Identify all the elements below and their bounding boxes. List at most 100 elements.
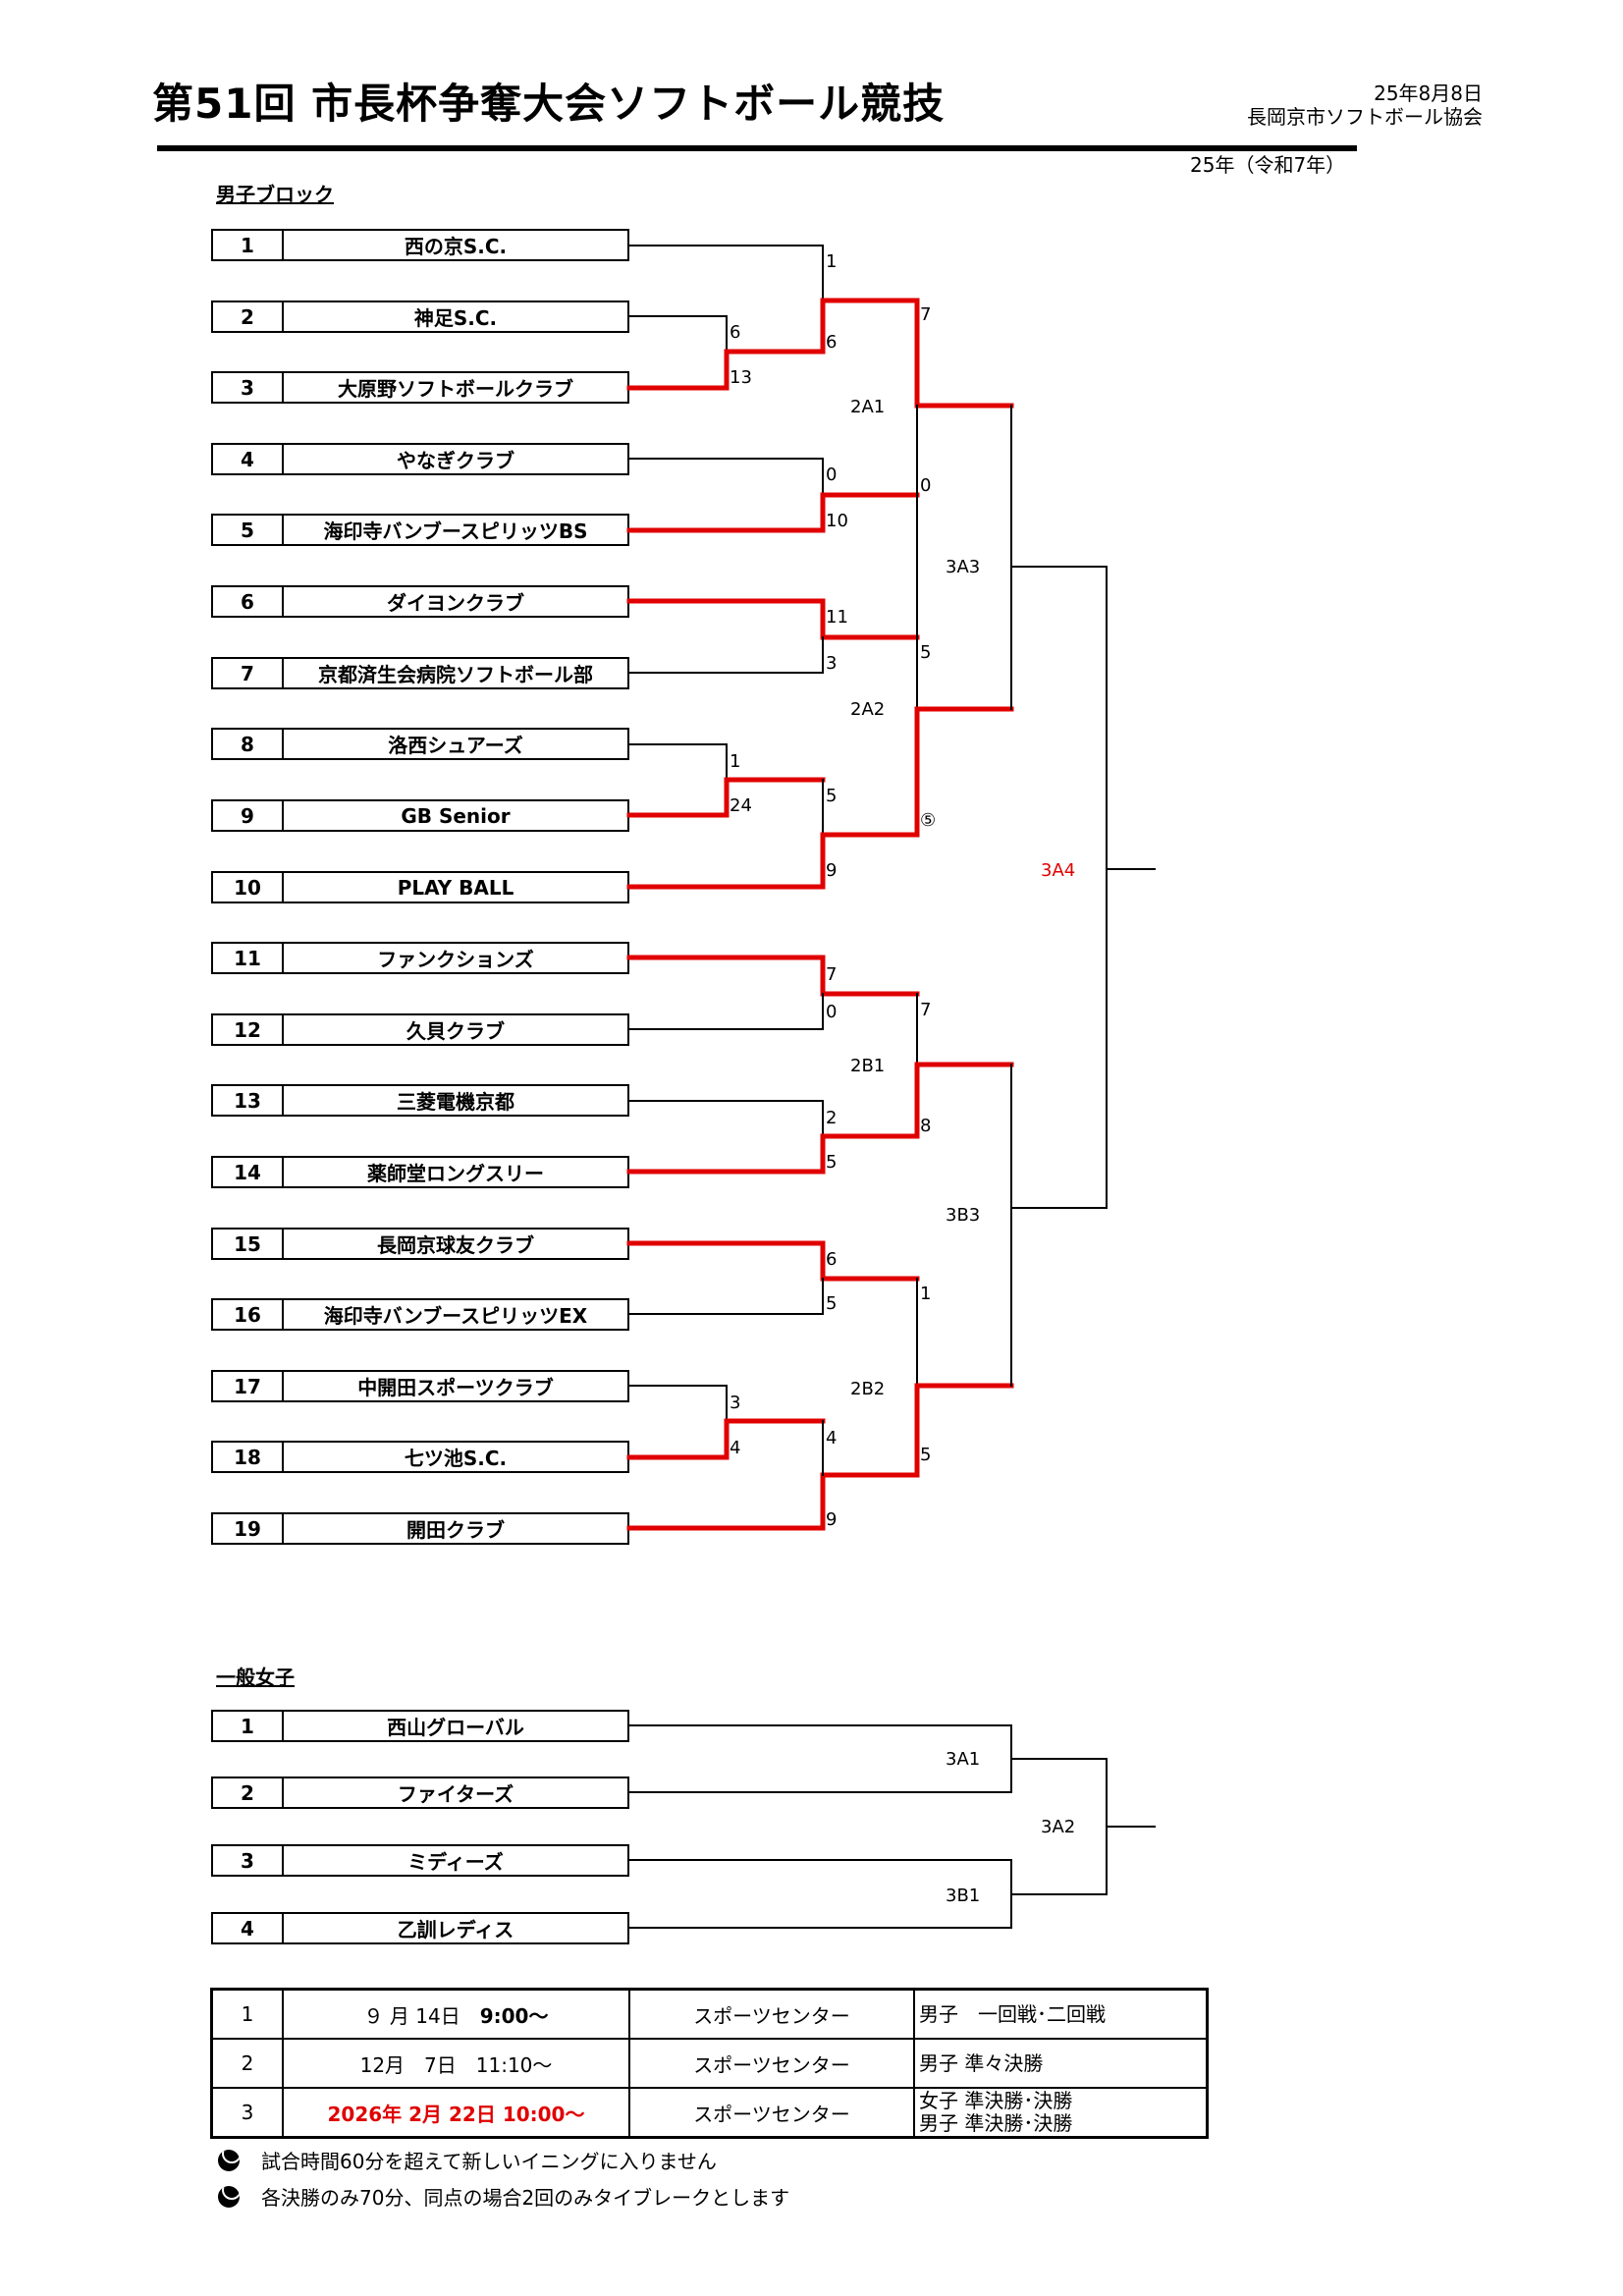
score-label: 7 xyxy=(920,304,931,325)
note-text: 試合時間60分を超えて新しいイニングに入りません xyxy=(261,2150,717,2173)
bracket-line-winner xyxy=(914,1383,1014,1478)
note-item: 試合時間60分を超えて新しいイニングに入りません xyxy=(218,2146,717,2174)
score-label: 10 xyxy=(826,511,848,531)
score-label: 9 xyxy=(826,860,837,881)
score-label: 24 xyxy=(730,795,752,816)
schedule-note: 男子 準々決勝 xyxy=(913,2038,1209,2089)
women-block-title: 一般女子 xyxy=(216,1666,295,1689)
men-team-row: 9 GB Senior xyxy=(211,799,629,832)
score-label: 5 xyxy=(920,642,931,663)
score-label: 1 xyxy=(730,751,740,772)
schedule-venue: スポーツセンター xyxy=(628,2087,915,2139)
score-label: 6 xyxy=(730,322,740,343)
bracket-line xyxy=(628,1385,728,1422)
schedule-row: 3 2026年 2月 22日 10:00～ スポーツセンター 女子 準決勝･決勝… xyxy=(210,2087,1209,2139)
score-label: 9 xyxy=(826,1509,837,1530)
team-number: 4 xyxy=(213,1914,284,1942)
bracket-line-winner xyxy=(626,492,920,533)
team-number: 6 xyxy=(213,587,284,616)
bracket-line-winner xyxy=(626,598,920,640)
team-name: 海印寺バンブースピリッツBS xyxy=(323,519,588,543)
team-number: 5 xyxy=(213,516,284,544)
bracket-line-winner xyxy=(626,777,826,818)
team-name: 海印寺バンブースピリッツEX xyxy=(323,1304,588,1328)
schedule-date: 2026年 2月 22日 10:00～ xyxy=(282,2087,630,2139)
score-label: 1 xyxy=(826,251,837,272)
schedule-date: 12月 7日 11:10～ xyxy=(282,2038,630,2089)
team-number: 2 xyxy=(213,302,284,331)
team-number: 2 xyxy=(213,1778,284,1807)
match-label: 3A1 xyxy=(946,1749,980,1770)
team-number: 8 xyxy=(213,730,284,758)
team-number: 1 xyxy=(213,1712,284,1740)
header-rule xyxy=(157,145,1357,151)
match-label: 2A2 xyxy=(850,699,885,720)
schedule-row: 1 ９ 月 14日 9:00～ スポーツセンター 男子 一回戦･二回戦 xyxy=(210,1988,1209,2040)
team-name: 大原野ソフトボールクラブ xyxy=(338,377,573,401)
team-number: 10 xyxy=(213,873,284,902)
bracket-line xyxy=(628,1100,824,1137)
schedule-no: 1 xyxy=(210,1988,284,2040)
men-team-row: 2 神足S.C. xyxy=(211,301,629,333)
team-name: GB Senior xyxy=(401,803,511,828)
bracket-line-winner xyxy=(626,955,920,997)
final-label: 3A4 xyxy=(1041,860,1075,881)
note-item: 各決勝のみ70分、同点の場合2回のみタイブレークとします xyxy=(218,2182,789,2211)
team-number: 16 xyxy=(213,1300,284,1329)
page-title: 第51回 市長杯争奪大会ソフトボール競技 xyxy=(152,80,946,128)
score-label: 0 xyxy=(826,465,837,485)
score-label: 5 xyxy=(826,786,837,806)
schedule-venue: スポーツセンター xyxy=(628,1988,915,2040)
score-label: 7 xyxy=(920,1000,931,1020)
men-team-row: 16 海印寺バンブースピリッツEX xyxy=(211,1298,629,1331)
team-name: ファンクションズ xyxy=(377,948,534,971)
bracket-line xyxy=(628,1278,824,1315)
team-number: 17 xyxy=(213,1372,284,1400)
score-label: 2 xyxy=(826,1108,837,1128)
match-label: 3A2 xyxy=(1041,1817,1075,1837)
score-label: 3 xyxy=(826,653,837,674)
score-label: 7 xyxy=(826,964,837,985)
team-name: 西山グローバル xyxy=(387,1716,524,1739)
bracket-line-winner xyxy=(626,832,920,890)
note-text: 各決勝のみ70分、同点の場合2回のみタイブレークとします xyxy=(261,2186,790,2210)
team-name: 中開田スポーツクラブ xyxy=(357,1376,554,1399)
team-number: 7 xyxy=(213,659,284,687)
team-name: ダイヨンクラブ xyxy=(387,591,524,615)
score-label: 0 xyxy=(826,1002,837,1022)
bracket-line xyxy=(628,743,728,781)
bracket-line-winner xyxy=(626,1240,920,1282)
softball-icon xyxy=(218,2149,240,2171)
schedule-date: ９ 月 14日 9:00～ xyxy=(282,1988,630,2040)
team-name: 西の京S.C. xyxy=(404,235,508,258)
score-label: 4 xyxy=(826,1428,837,1449)
score-label: 6 xyxy=(826,1249,837,1270)
men-team-row: 17 中開田スポーツクラブ xyxy=(211,1370,629,1402)
bracket-line-winner xyxy=(914,1062,1014,1139)
team-name: 七ツ池S.C. xyxy=(404,1447,508,1470)
team-name: 長岡京球友クラブ xyxy=(377,1233,534,1257)
team-number: 1 xyxy=(213,231,284,259)
bracket-line xyxy=(628,636,824,674)
match-label: 2A1 xyxy=(850,397,885,417)
team-number: 3 xyxy=(213,1846,284,1875)
match-label: 3B3 xyxy=(946,1205,980,1226)
men-team-row: 5 海印寺バンブースピリッツBS xyxy=(211,514,629,546)
team-name: 神足S.C. xyxy=(413,306,498,330)
team-number: 14 xyxy=(213,1158,284,1186)
bracket-line-winner xyxy=(820,298,920,355)
header-date: 25年8月8日 xyxy=(1374,82,1483,105)
bracket-line xyxy=(628,458,824,496)
team-number: 9 xyxy=(213,801,284,830)
header-organizer: 長岡京市ソフトボール協会 xyxy=(1247,105,1483,129)
bracket-line xyxy=(628,315,728,353)
